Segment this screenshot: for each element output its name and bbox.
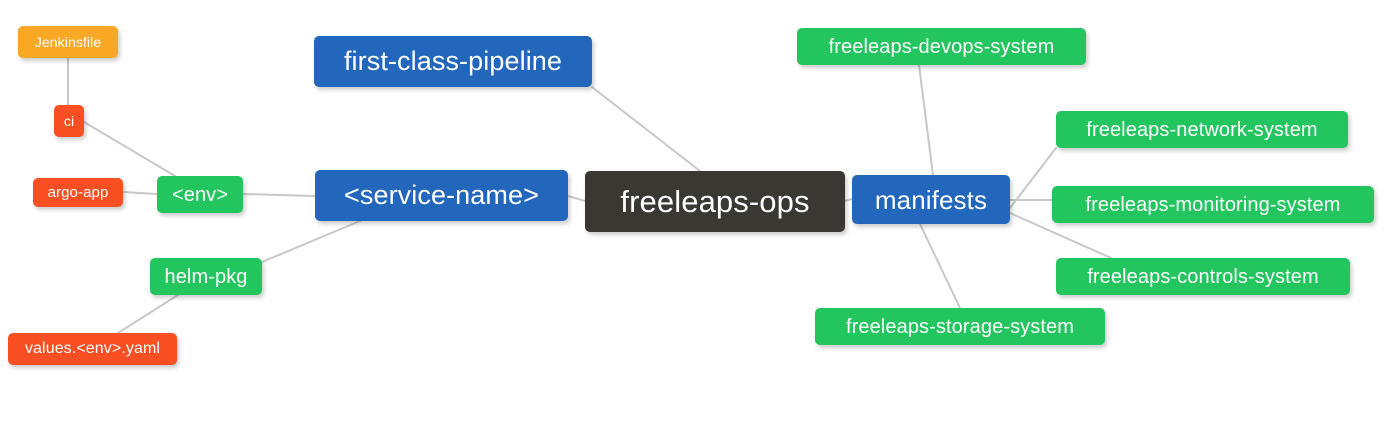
edge-service-name-to-env (242, 193, 316, 197)
edge-helm-pkg-to-values-yaml (117, 294, 179, 334)
node-env[interactable]: <env> (157, 176, 243, 213)
node-first-class-pipeline[interactable]: first-class-pipeline (314, 36, 592, 87)
node-manifests[interactable]: manifests (852, 175, 1010, 224)
node-freeleaps-network-system[interactable]: freeleaps-network-system (1056, 111, 1348, 148)
node-service-name[interactable]: <service-name> (315, 170, 568, 221)
node-ci[interactable]: ci (54, 105, 84, 137)
node-freeleaps-ops[interactable]: freeleaps-ops (585, 171, 845, 232)
edge-manifests-to-freeleaps-storage-system (919, 223, 961, 309)
node-values-yaml[interactable]: values.<env>.yaml (8, 333, 177, 365)
node-label-freeleaps-devops-system: freeleaps-devops-system (828, 35, 1055, 58)
node-label-helm-pkg: helm-pkg (164, 265, 248, 288)
node-freeleaps-monitoring-system[interactable]: freeleaps-monitoring-system (1052, 186, 1374, 223)
edge-freeleaps-ops-to-service-name (567, 195, 586, 202)
node-label-ci: ci (63, 113, 75, 129)
node-freeleaps-storage-system[interactable]: freeleaps-storage-system (815, 308, 1105, 345)
node-argo-app[interactable]: argo-app (33, 178, 123, 207)
node-helm-pkg[interactable]: helm-pkg (150, 258, 262, 295)
node-label-argo-app: argo-app (47, 184, 109, 201)
node-label-freeleaps-network-system: freeleaps-network-system (1086, 118, 1318, 141)
node-label-first-class-pipeline: first-class-pipeline (343, 46, 563, 76)
edge-env-to-ci (83, 121, 176, 177)
node-label-env: <env> (171, 183, 229, 206)
node-label-freeleaps-monitoring-system: freeleaps-monitoring-system (1085, 193, 1341, 216)
edge-service-name-to-helm-pkg (261, 220, 361, 263)
node-label-freeleaps-controls-system: freeleaps-controls-system (1087, 265, 1319, 288)
node-label-manifests: manifests (874, 184, 988, 215)
edge-freeleaps-ops-to-first-class-pipeline (591, 86, 701, 172)
node-freeleaps-devops-system[interactable]: freeleaps-devops-system (797, 28, 1086, 65)
edge-manifests-to-freeleaps-devops-system (918, 64, 934, 176)
node-label-jenkinsfile: Jenkinsfile (34, 34, 102, 50)
edge-freeleaps-ops-to-manifests (844, 198, 853, 202)
edge-env-to-argo-app (122, 191, 158, 195)
node-label-freeleaps-storage-system: freeleaps-storage-system (845, 315, 1075, 338)
node-freeleaps-controls-system[interactable]: freeleaps-controls-system (1056, 258, 1350, 295)
edge-manifests-to-freeleaps-network-system (1009, 147, 1057, 209)
node-label-service-name: <service-name> (344, 180, 539, 210)
node-label-values-yaml: values.<env>.yaml (24, 340, 161, 357)
node-label-freeleaps-ops: freeleaps-ops (620, 184, 810, 219)
node-jenkinsfile[interactable]: Jenkinsfile (18, 26, 118, 58)
